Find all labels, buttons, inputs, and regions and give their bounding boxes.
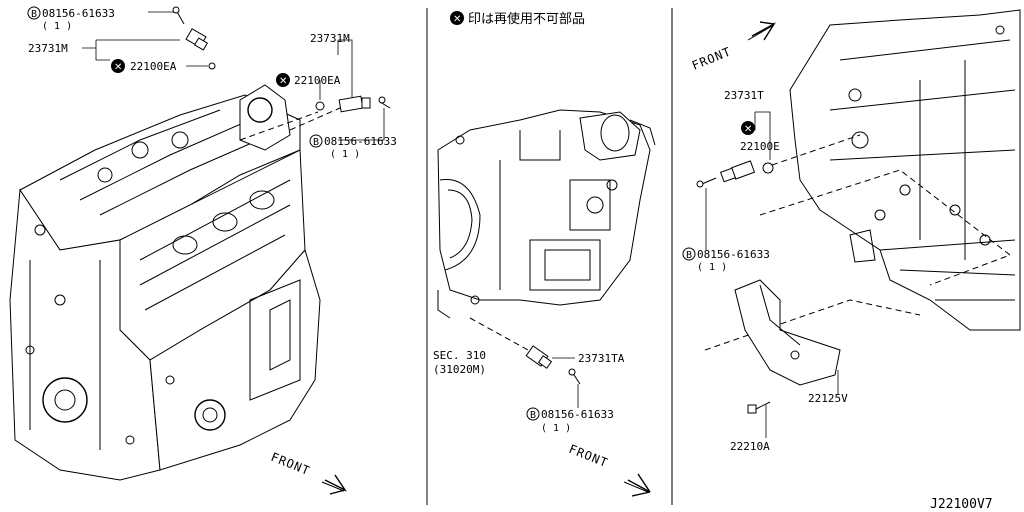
label-sec: SEC. 310 (31020M) — [433, 349, 486, 376]
bolt-rp-code: 08156-61633 — [697, 248, 770, 261]
label-bolt-mid: B 08156-61633 ( 1 ) — [526, 407, 614, 434]
svg-text:B: B — [31, 9, 37, 20]
bolt-top-code: 08156-61633 — [42, 7, 115, 20]
transmission-drawing — [437, 109, 656, 319]
bolt-right-qty: ( 1 ) — [330, 149, 360, 160]
sec-line2: (31020M) — [433, 363, 486, 376]
sensor-23731m-top — [172, 6, 216, 70]
svg-text:✕: ✕ — [114, 62, 122, 73]
front-label-right: FRONT — [690, 44, 733, 72]
svg-text:B: B — [313, 137, 319, 148]
bolt-top-qty: ( 1 ) — [42, 21, 72, 32]
bolt-22210a — [747, 401, 771, 414]
label-bolt-top: B 08156-61633 ( 1 ) — [27, 6, 115, 32]
bolt2-label: 22210A — [730, 440, 770, 453]
cover-22125v — [734, 279, 841, 386]
washer-b-label: 22100EA — [294, 74, 341, 87]
sensor-23731m-right — [315, 95, 391, 113]
pan-outline-dashed — [759, 169, 1012, 286]
leader — [289, 107, 341, 131]
front-arrow-mid: FRONT — [567, 442, 651, 497]
sensor-t-label: 23731T — [724, 89, 764, 102]
bolt-mid-code: 08156-61633 — [541, 408, 614, 421]
note-line: ✕ 印は再使用不可部品 — [450, 11, 585, 27]
sensor-a-label: 23731M — [28, 42, 68, 55]
bolt-mid-qty: ( 1 ) — [541, 423, 571, 434]
label-washer-e: ✕ 22100E — [740, 121, 780, 153]
label-washer-a: ✕ 22100EA — [111, 59, 177, 73]
label-bolt-right: B 08156-61633 ( 1 ) — [309, 134, 397, 160]
washer-e-label: 22100E — [740, 140, 780, 153]
sensor-b-label: 23731M — [310, 32, 350, 45]
sec-line1: SEC. 310 — [433, 349, 486, 362]
diagram-id: J22100V7 — [930, 497, 993, 512]
leader — [337, 39, 353, 98]
label-washer-b: ✕ 22100EA — [276, 73, 341, 87]
oil-pan-drawing — [789, 9, 1021, 331]
sensor-23731t — [696, 160, 774, 188]
label-bolt-right-panel: B 08156-61633 ( 1 ) — [682, 247, 770, 273]
reuse-note: 印は再使用不可部品 — [468, 11, 585, 27]
leader — [338, 108, 385, 141]
washer-a-label: 22100EA — [130, 60, 177, 73]
bolt-right-code: 08156-61633 — [324, 135, 397, 148]
svg-text:B: B — [530, 410, 536, 421]
leader — [239, 111, 319, 141]
front-arrow-right: FRONT — [690, 21, 777, 73]
svg-text:B: B — [686, 250, 692, 261]
leader — [82, 39, 180, 61]
cover-label: 22125V — [808, 392, 848, 405]
engine-block-drawing — [9, 84, 321, 481]
bolt-rp-qty: ( 1 ) — [697, 262, 727, 273]
front-arrow-left: FRONT — [269, 450, 348, 495]
front-label-mid: FRONT — [567, 442, 610, 470]
svg-text:✕: ✕ — [744, 124, 752, 135]
sensor-ta-label: 23731TA — [578, 352, 625, 365]
svg-text:✕: ✕ — [279, 76, 287, 87]
sensor-23731ta — [525, 345, 581, 385]
svg-text:✕: ✕ — [453, 14, 461, 25]
front-label-left: FRONT — [269, 450, 312, 478]
leader — [469, 317, 529, 351]
leader — [771, 134, 861, 166]
